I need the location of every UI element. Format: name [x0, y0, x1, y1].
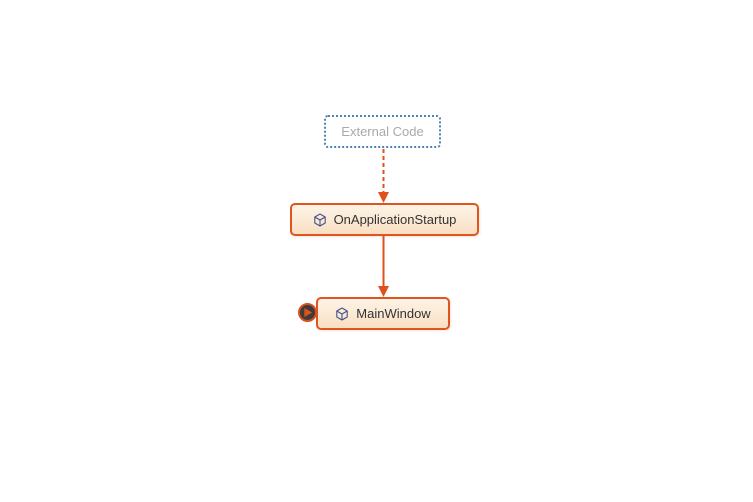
node-main-window[interactable]: MainWindow: [316, 297, 450, 330]
node-on-application-startup[interactable]: OnApplicationStartup: [290, 203, 479, 236]
node-external-code[interactable]: External Code: [324, 115, 441, 148]
method-cube-icon: [313, 212, 327, 227]
edge-startup-to-mainwindow[interactable]: [376, 236, 391, 297]
edge-external-to-startup[interactable]: [376, 149, 391, 204]
node-external-code-label: External Code: [341, 124, 424, 139]
node-on-application-startup-label: OnApplicationStartup: [333, 212, 457, 227]
arrowhead-down-icon: [378, 286, 389, 297]
play-arrow-icon: [304, 308, 313, 317]
node-main-window-label: MainWindow: [356, 306, 431, 321]
arrowhead-down-icon: [378, 192, 389, 203]
center-node-badge: [298, 303, 317, 322]
method-cube-icon: [335, 306, 349, 321]
